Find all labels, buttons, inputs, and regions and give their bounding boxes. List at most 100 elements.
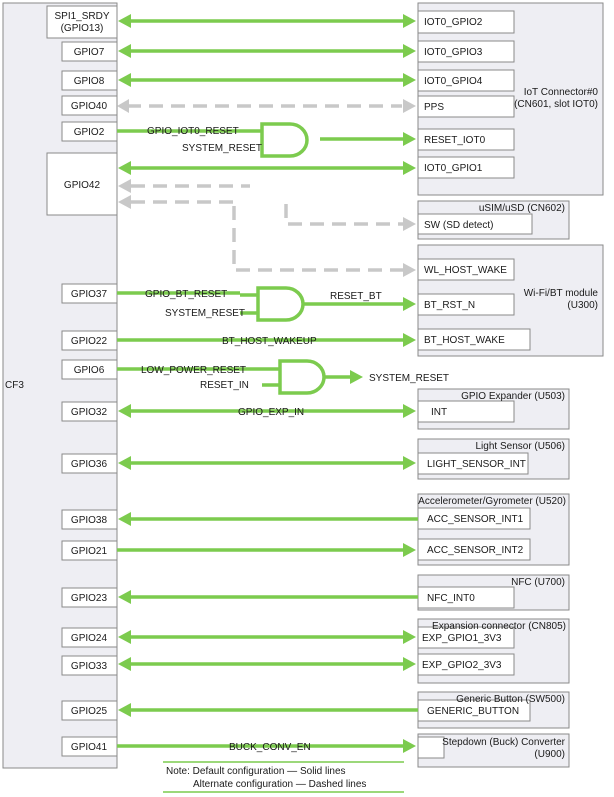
pin-gpio2: GPIO2 [74,127,105,138]
signal-system-reset-in-1: SYSTEM_RESET [182,143,262,154]
pin-gpio36: GPIO36 [71,459,108,470]
pin-pps: PPS [424,102,444,113]
pin-gpio38: GPIO38 [71,515,108,526]
signal-system-reset-in-2: SYSTEM_RESET [165,308,245,319]
dashed-arrowhead-gpio40 [117,99,129,113]
signal-reset-in: RESET_IN [200,380,249,391]
pin-wl-host-wake: WL_HOST_WAKE [424,265,507,276]
pin-iot0-gpio1: IOT0_GPIO1 [424,163,483,174]
dashed-arrowhead-gpio42-lower [118,195,131,209]
pin-box-spi1-srdy [46,5,118,39]
pin-box-bt-host-wake [417,328,531,351]
pin-exp-gpio2-3v3: EXP_GPIO2_3V3 [422,660,502,671]
pin-box-gpio36 [61,453,118,474]
pin-gpio8: GPIO8 [74,76,105,87]
pin-spi1-srdy-sub: (GPIO13) [61,23,104,34]
signal-bt-host-wakeup: BT_HOST_WAKEUP [222,336,317,347]
pin-generic-button: GENERIC_BUTTON [427,706,519,717]
pin-box-exp-gpio1-3v3 [417,626,515,649]
pin-box-gpio24 [61,627,118,648]
generic-button-title: Generic Button (SW500) [456,694,565,705]
pin-acc-sensor-int1: ACC_SENSOR_INT1 [427,514,524,525]
note-line-2: Alternate configuration — Dashed lines [193,779,366,790]
pin-int: INT [431,407,447,418]
pin-reset-iot0: RESET_IOT0 [424,135,486,146]
pin-bt-host-wake: BT_HOST_WAKE [424,335,505,346]
nfc-title: NFC (U700) [511,577,565,588]
pin-gpio24: GPIO24 [71,633,108,644]
dashed-line-wl-host-wake [232,206,404,272]
wifi-bt-title-2: (U300) [567,300,598,311]
usim-title: uSIM/uSD (CN602) [479,203,565,214]
pin-gpio37: GPIO37 [71,289,108,300]
dashed-arrowhead-wl-host-wake [403,263,416,277]
stepdown-title-2: (U900) [534,749,565,760]
pin-box-gpio38 [61,509,118,530]
dashed-connections [117,99,416,277]
cf3-label: CF3 [5,380,24,391]
signal-gpio-exp-in: GPIO_EXP_IN [238,407,304,418]
wifi-bt-title-1: Wi-Fi/BT module [524,288,599,299]
pin-gpio33: GPIO33 [71,661,108,672]
pin-box-iot0-gpio1 [417,156,515,179]
dashed-arrowhead-gpio42-upper [118,179,131,193]
expansion-title: Expansion connector (CN805) [432,621,566,632]
pin-gpio32: GPIO32 [71,407,108,418]
dashed-arrowhead-sd-detect [403,217,416,231]
pin-box-gpio40 [61,95,118,116]
pin-box-iot0-gpio3 [417,40,515,63]
pin-gpio40: GPIO40 [71,101,108,112]
pin-gpio42: GPIO42 [64,180,101,191]
stepdown-title-1: Stepdown (Buck) Converter [442,737,566,748]
iot-connector-title-1: IoT Connector#0 [524,87,599,98]
pin-box-gpio25 [61,700,118,721]
pin-iot0-gpio4: IOT0_GPIO4 [424,76,483,87]
dashed-arrowhead-pps [403,99,416,113]
gpio-expander-title: GPIO Expander (U503) [461,391,565,402]
pin-box-iot0-gpio2 [417,10,515,34]
pin-nfc-int0: NFC_INT0 [427,593,475,604]
iot-connector-title-2: (CN601, slot IOT0) [514,99,598,110]
pin-box-int [417,400,515,423]
pin-box-iot0-gpio4 [417,69,515,92]
signal-reset-bt: RESET_BT [330,291,382,302]
pin-box-gpio42 [46,152,118,216]
pin-box-wl-host-wake [417,258,515,281]
pin-sw-sd-detect: SW (SD detect) [424,220,493,231]
pin-box-bt-rst-n [417,293,515,316]
signal-system-reset-out: SYSTEM_RESET [369,373,449,384]
pin-box-reset-iot0 [417,128,515,151]
and-gate-bt-reset [256,286,305,322]
note-line-1: Note: Default configuration — Solid line… [166,766,346,777]
accelerometer-title: Accelerometer/Gyrometer (U520) [418,496,566,507]
light-sensor-title: Light Sensor (U506) [476,441,566,452]
pin-box-stepdown-en [417,736,445,759]
pin-gpio22: GPIO22 [71,336,108,347]
pin-gpio6: GPIO6 [74,365,105,376]
pin-gpio21: GPIO21 [71,546,108,557]
dashed-line-sd-detect [284,204,404,226]
pin-gpio41: GPIO41 [71,742,108,753]
pin-bt-rst-n: BT_RST_N [424,300,475,311]
signal-buck-conv-en: BUCK_CONV_EN [229,742,311,753]
pin-box-sw-sd-detect [417,213,533,235]
pin-light-sensor-int: LIGHT_SENSOR_INT [427,459,526,470]
pin-box-acc-sensor-int2 [417,538,531,561]
signal-low-power-reset: LOW_POWER_RESET [141,365,246,376]
pin-box-gpio33 [61,655,118,676]
pin-box-exp-gpio2-3v3 [417,653,515,676]
pin-iot0-gpio2: IOT0_GPIO2 [424,17,483,28]
pin-box-pps [417,95,515,118]
pin-box-gpio7 [61,41,118,62]
signal-gpio-iot0-reset: GPIO_IOT0_RESET [147,126,239,137]
pin-spi1-srdy: SPI1_SRDY [54,11,109,22]
pin-box-gpio32 [61,401,118,422]
pin-gpio23: GPIO23 [71,593,108,604]
pin-box-gpio8 [61,70,118,91]
pin-gpio25: GPIO25 [71,706,108,717]
pin-gpio7: GPIO7 [74,47,105,58]
pin-iot0-gpio3: IOT0_GPIO3 [424,47,483,58]
pin-exp-gpio1-3v3: EXP_GPIO1_3V3 [422,633,502,644]
pin-box-gpio23 [61,587,118,608]
